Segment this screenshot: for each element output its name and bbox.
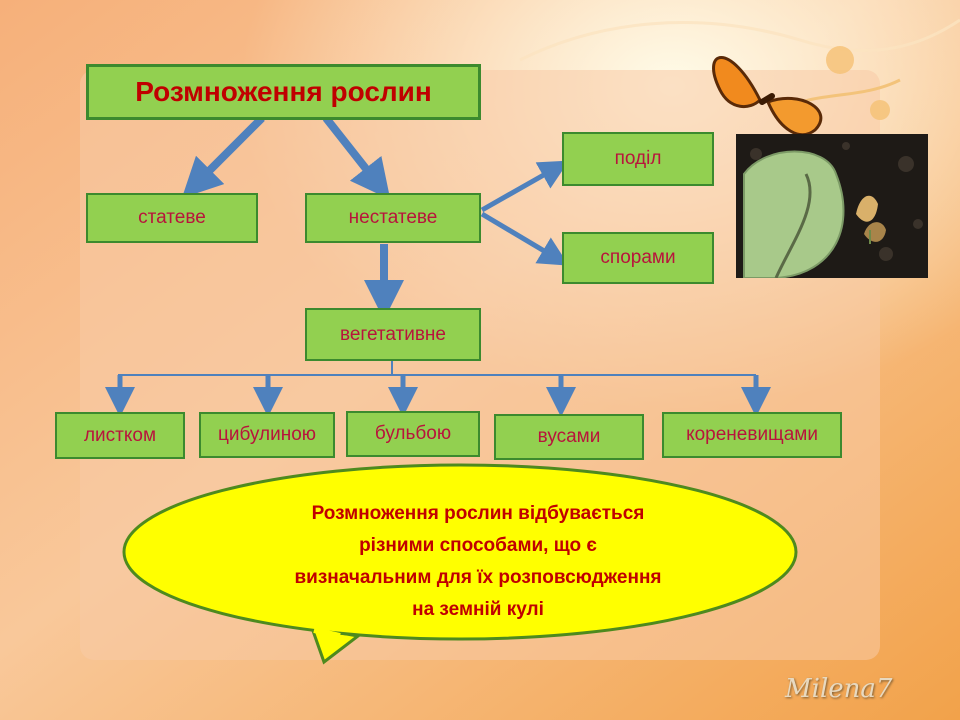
butterfly-icon	[712, 56, 823, 137]
diagram-title-box: Розмноження рослин	[86, 64, 481, 120]
callout-line: визначальним для їх розповсюдження	[294, 566, 662, 588]
logo-watermark: Milena7	[785, 674, 893, 704]
asexual-box: нестатеве	[305, 193, 481, 243]
plant-leaf-photo	[736, 134, 928, 278]
division-box: поділ	[562, 132, 714, 186]
method-box-rhizome: кореневищами	[662, 412, 842, 458]
sexual-box: статеве	[86, 193, 258, 243]
method-box-leaf: листком	[55, 412, 185, 459]
callout-line: різними способами, що є	[359, 534, 597, 556]
vegetative-box: вегетативне	[305, 308, 481, 361]
spores-box: спорами	[562, 232, 714, 284]
method-box-bulb: цибулиною	[199, 412, 335, 458]
method-box-tuber: бульбою	[346, 411, 480, 457]
callout-line: на земній кулі	[412, 598, 544, 620]
callout-line: Розмноження рослин відбувається	[311, 502, 645, 524]
method-box-runners: вусами	[494, 414, 644, 460]
callout-text: Розмноження рослин відбувається різними …	[228, 494, 728, 629]
